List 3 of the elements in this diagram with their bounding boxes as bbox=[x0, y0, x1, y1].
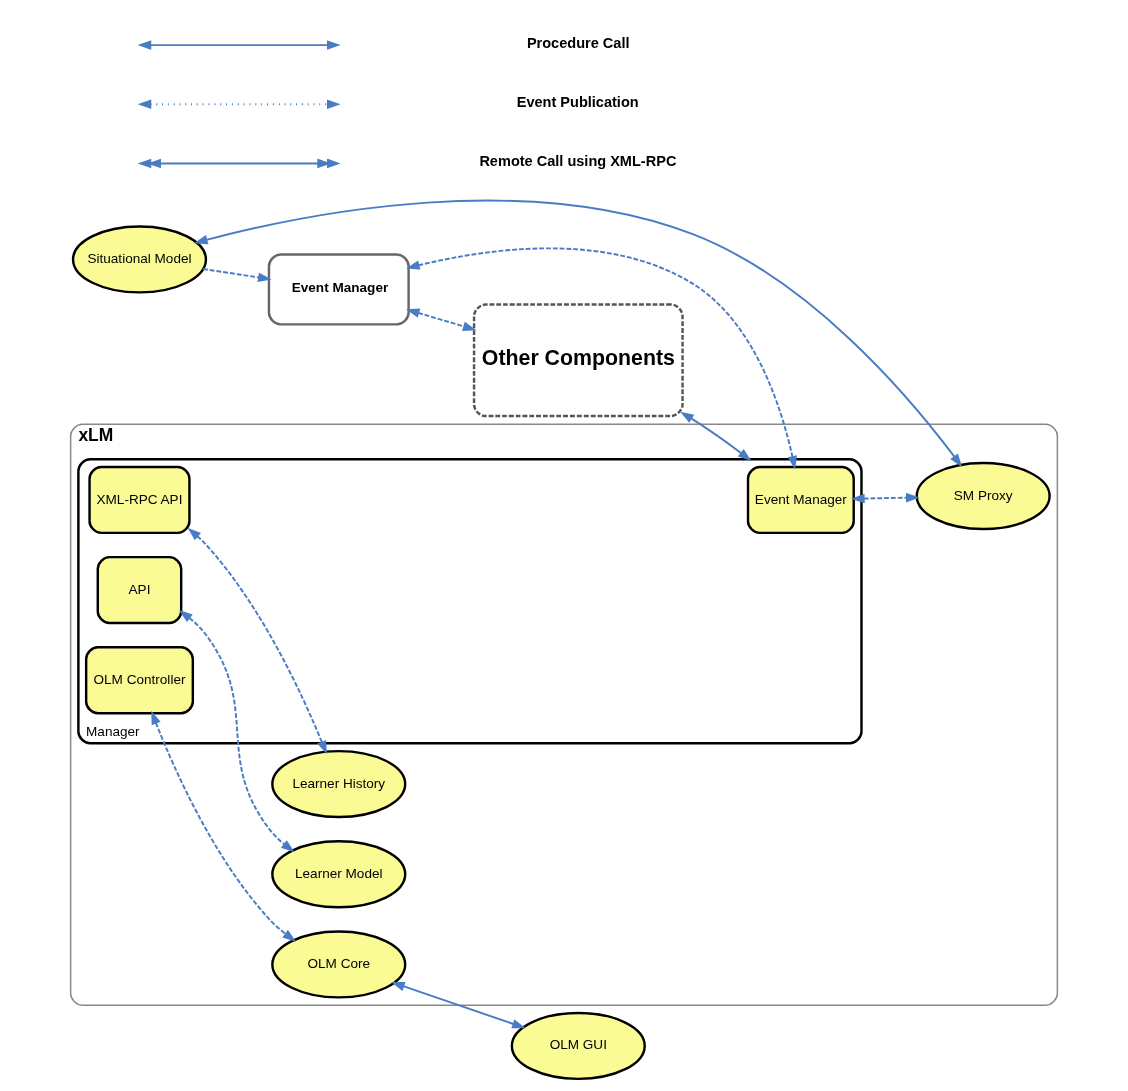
legend-label: Remote Call using XML-RPC bbox=[479, 152, 677, 169]
legend-label: Event Publication bbox=[516, 93, 639, 110]
legend-label: Procedure Call bbox=[526, 34, 630, 51]
